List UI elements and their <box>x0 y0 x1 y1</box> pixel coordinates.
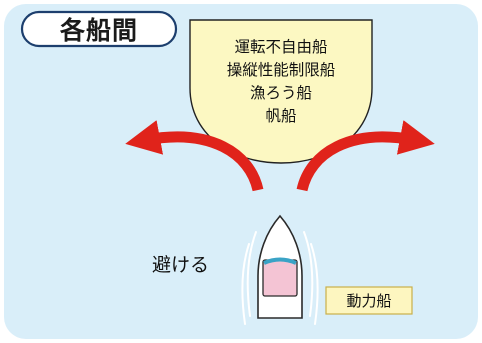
priority-vessel-item: 漁ろう船 <box>249 84 312 102</box>
boat-windshield <box>263 257 297 265</box>
page-title: 各船間 <box>59 16 138 45</box>
vessel-label: 動力船 <box>346 292 392 310</box>
wake-lines-icon <box>241 231 319 325</box>
priority-vessel-item: 帆船 <box>265 107 297 125</box>
title-pill <box>20 10 178 48</box>
avoid-label: 避ける <box>152 254 210 276</box>
priority-vessel-item: 操縦性能制限船 <box>226 61 336 79</box>
arrow-curve-left-icon <box>125 120 264 192</box>
boat-cabin <box>262 259 298 297</box>
priority-vessel-item: 運転不自由船 <box>234 38 328 56</box>
priority-vessels-box <box>189 19 373 164</box>
power-boat-icon <box>257 214 303 319</box>
priority-vessel-list: 運転不自由船 操縦性能制限船 漁ろう船 帆船 <box>196 36 366 128</box>
vessel-label-box <box>325 286 413 315</box>
arrow-curve-right-icon <box>296 120 435 192</box>
